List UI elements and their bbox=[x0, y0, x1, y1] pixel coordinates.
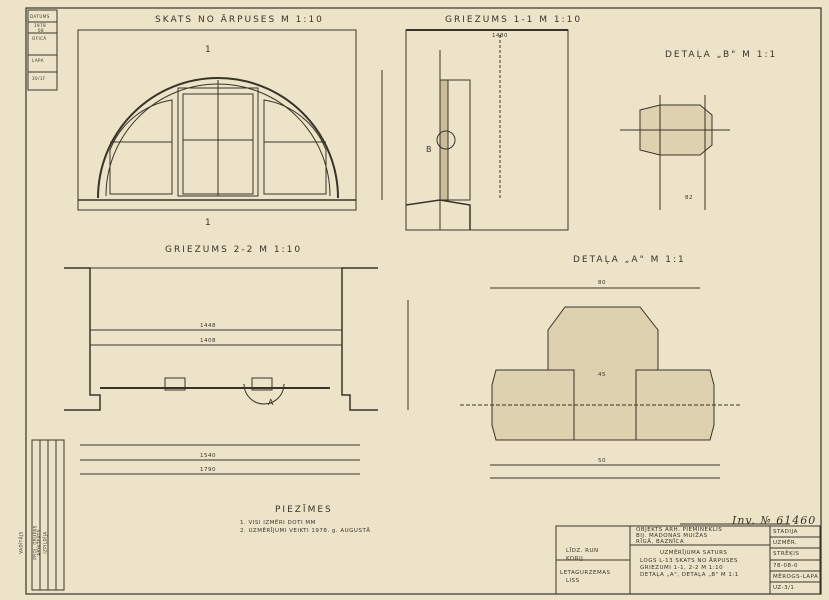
dimension-label: 1790 bbox=[200, 467, 216, 473]
signature-role: ARHITEKTS bbox=[36, 529, 42, 556]
title-block-right: UZ-3/1 bbox=[773, 585, 795, 591]
dimension-label: 82 bbox=[685, 195, 693, 201]
dimension-label: 1408 bbox=[200, 338, 216, 344]
title-block-lines bbox=[555, 523, 821, 595]
section-1-1 bbox=[381, 29, 569, 231]
title-block-right: STRĒĶIS bbox=[773, 551, 800, 557]
stamp-text: OFICĀ bbox=[32, 36, 47, 41]
cut-marker-top: 1 bbox=[205, 45, 213, 55]
signature-role: IZPILDĪJA bbox=[42, 531, 48, 554]
title-block-left: LĪDZ. RUN bbox=[566, 548, 599, 554]
stamp-text: 1978 bbox=[34, 23, 47, 28]
note-2: 2. UZMĒRĪJUMI VEIKTI 1978. g. AUGUSTĀ bbox=[240, 528, 371, 534]
detail-b-ref: B bbox=[426, 145, 433, 154]
content-line: DETAĻA „A", DETAĻA „B" M 1:1 bbox=[640, 572, 739, 578]
stamp-text: 30/1F bbox=[32, 76, 46, 81]
sheet-border bbox=[25, 7, 822, 595]
title-block-left: LETAGURZEMAS bbox=[560, 570, 611, 576]
title-block-right: 78-08-0 bbox=[773, 563, 798, 569]
title-block-right: UZMĒR. bbox=[773, 540, 798, 546]
detail-a bbox=[460, 287, 740, 479]
content-line: UZMĒRĪJUMA SATURS bbox=[660, 550, 728, 556]
heading-section-1-1: GRIEZUMS 1-1 M 1:10 bbox=[445, 15, 583, 25]
stamp-text: DATUMS bbox=[30, 14, 50, 19]
stamp-text: LAPA bbox=[32, 58, 44, 63]
detail-b bbox=[620, 95, 730, 210]
notes-title: PIEZĪMES bbox=[275, 505, 333, 515]
note-1: 1. VISI IZMĒRI DOTI MM bbox=[240, 520, 316, 526]
content-line: LOGS L-13 SKATS NO ĀRPUSES bbox=[640, 558, 738, 564]
cut-marker-bottom: 1 bbox=[205, 218, 213, 228]
inventory-number: Inv. № 61460 bbox=[732, 514, 817, 527]
heading-detail-b: DETAĻA „B" M 1:1 bbox=[665, 50, 778, 60]
heading-detail-a: DETAĻA „A" M 1:1 bbox=[573, 255, 686, 265]
title-block-left: KORIJ. bbox=[566, 556, 586, 562]
object-line: RĪGĀ, BAZNĪCA bbox=[636, 539, 685, 545]
stamp-box bbox=[27, 9, 58, 91]
title-block-right: STADIJA bbox=[773, 529, 798, 535]
dimension-label: 1448 bbox=[200, 323, 216, 329]
title-block-right: MĒROGS-LAPA bbox=[773, 574, 819, 580]
dimension-label: 1480 bbox=[492, 33, 508, 39]
stamp-text: 08 bbox=[38, 28, 45, 33]
section-2-2 bbox=[64, 267, 409, 475]
object-line: BIJ. MADONAS MUIŽAS bbox=[636, 533, 708, 539]
heading-section-2-2: GRIEZUMS 2-2 M 1:10 bbox=[165, 245, 303, 255]
signature-role: VADĪTĀJS bbox=[18, 531, 24, 554]
content-line: GRIEZUMI 1-1, 2-2 M 1:10 bbox=[640, 565, 724, 571]
window-elevation bbox=[77, 29, 357, 211]
object-line: OBJEKTS ARH. PIEMINEKLIS bbox=[636, 527, 723, 533]
heading-view-outside: SKATS NO ĀRPUSES M 1:10 bbox=[155, 15, 324, 25]
dimension-label: 1540 bbox=[200, 453, 216, 459]
detail-a-ref: A bbox=[268, 398, 275, 407]
dimension-label: 50 bbox=[598, 458, 606, 464]
dimension-label: 80 bbox=[598, 280, 606, 286]
title-block-left: LISS bbox=[566, 578, 580, 584]
dimension-label: 45 bbox=[598, 372, 606, 378]
